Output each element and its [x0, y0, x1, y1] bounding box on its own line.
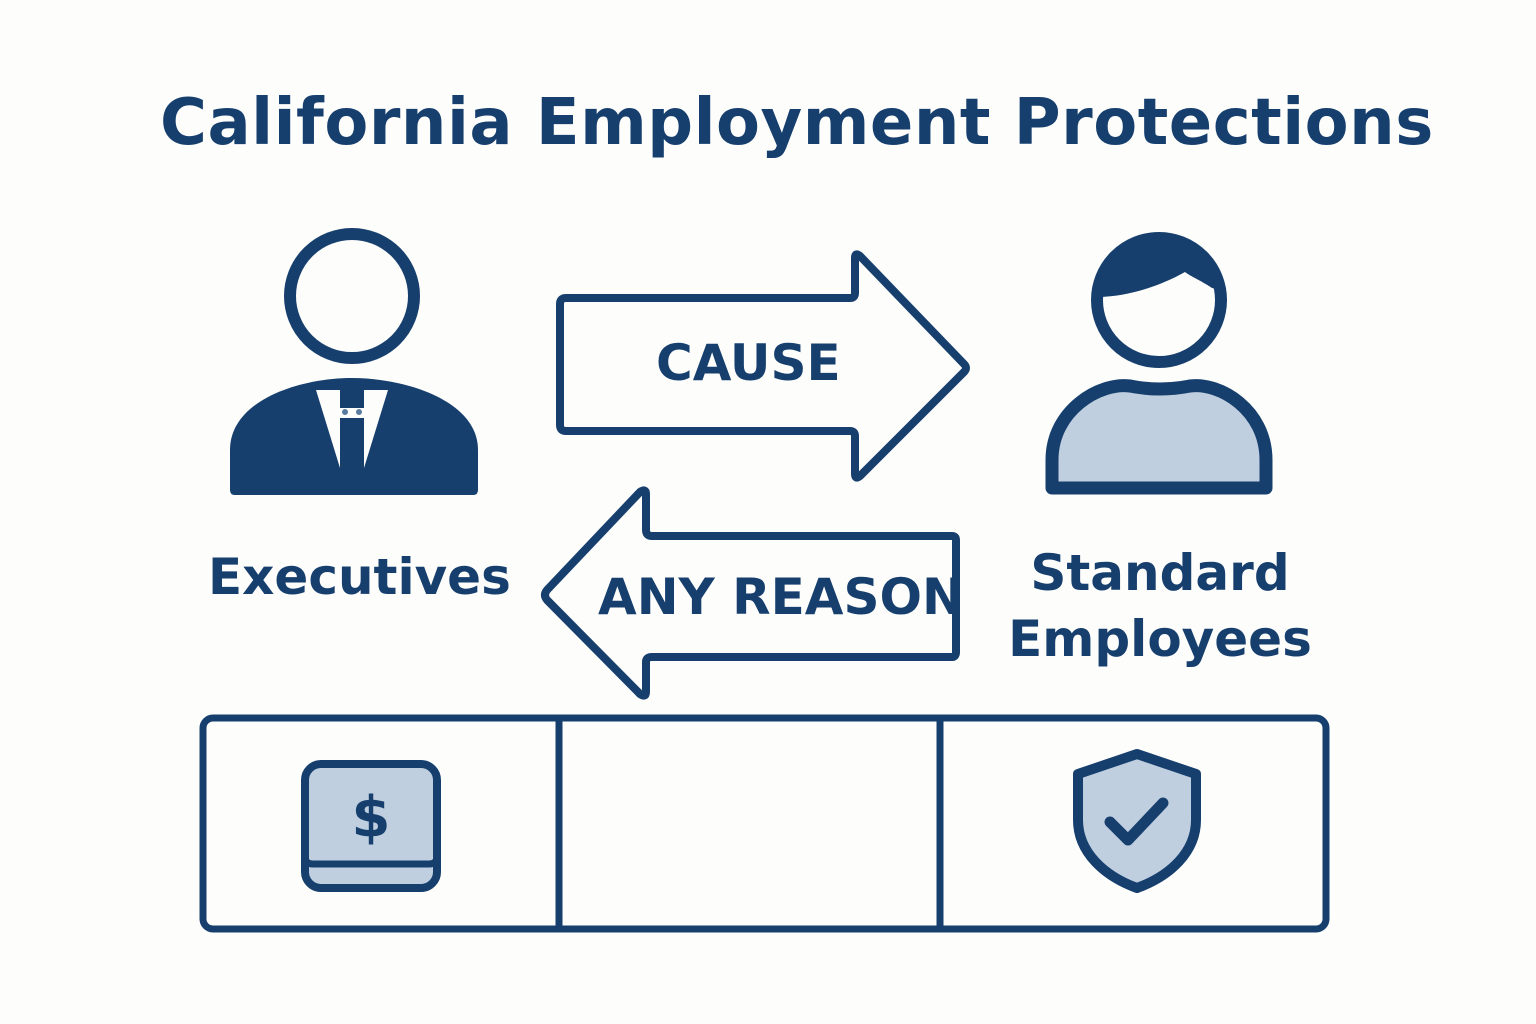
- bottom-table: [199, 714, 1330, 933]
- shield-check-icon: [1073, 749, 1201, 893]
- employee-person-icon: [1045, 232, 1273, 495]
- money-dollar-icon: $: [301, 760, 441, 892]
- svg-text:$: $: [352, 785, 391, 850]
- executives-label: Executives: [208, 548, 511, 606]
- arrow-any-reason-label: ANY REASON: [598, 568, 964, 626]
- arrow-right-icon: [556, 250, 970, 482]
- standard-employees-line1: Standard: [1030, 544, 1290, 602]
- standard-employees-line2: Employees: [1008, 610, 1312, 668]
- arrow-cause-label: CAUSE: [656, 334, 841, 392]
- executive-person-icon: [230, 228, 478, 495]
- page-title: California Employment Protections: [160, 86, 1434, 160]
- standard-employees-label: Standard Employees: [1000, 540, 1320, 672]
- arrow-left-icon: [541, 486, 960, 700]
